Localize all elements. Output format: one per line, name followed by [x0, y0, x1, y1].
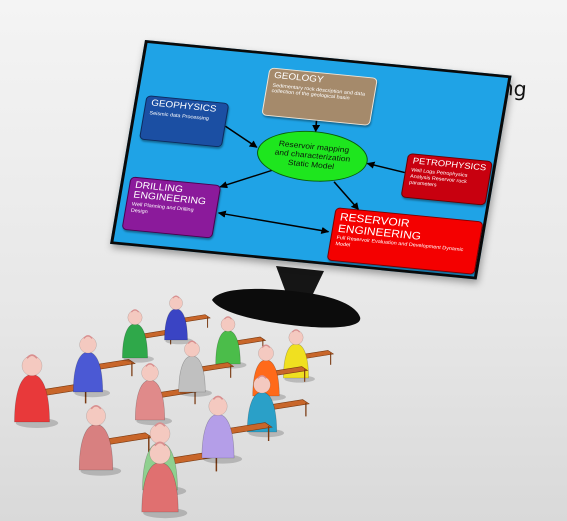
- figure-hair: [187, 340, 197, 344]
- figure-head: [208, 396, 228, 416]
- figure-head: [21, 355, 43, 376]
- figure-body: [178, 355, 206, 393]
- figure-hair: [212, 395, 224, 400]
- arrow-center-to-reservoir: [333, 181, 360, 210]
- figure-head: [79, 336, 97, 354]
- arrow-geophysics-to-center: [224, 125, 258, 148]
- figure-hair: [90, 404, 102, 410]
- figure-head: [184, 341, 200, 358]
- screen-plane: GEOLOGY Sedimentary rock description and…: [110, 40, 512, 280]
- figure-head: [149, 423, 171, 444]
- figure-body: [201, 413, 235, 459]
- diagram-arrows: [217, 120, 406, 235]
- figure-hair: [130, 309, 140, 313]
- figure-head: [149, 442, 171, 465]
- figure-body: [215, 330, 241, 365]
- monitor-base: [212, 288, 361, 328]
- figure-hair: [83, 335, 93, 339]
- figure-head: [220, 317, 236, 332]
- figure-body: [78, 424, 114, 471]
- student-figure: [14, 354, 91, 428]
- student-figure: [215, 316, 267, 369]
- student-figure: [78, 404, 154, 476]
- student-figure: [122, 309, 175, 363]
- student-figure: [246, 375, 310, 438]
- student-figure: [72, 335, 136, 398]
- student-figure: [164, 295, 211, 345]
- figure-body: [14, 374, 50, 423]
- figure-hair: [257, 375, 267, 379]
- arrow-petrophysics-to-center: [366, 161, 406, 174]
- figure-body: [122, 323, 148, 359]
- figure-head: [258, 345, 274, 362]
- arrow-drilling-reservoir: [217, 210, 330, 235]
- figure-hair: [261, 344, 271, 348]
- figure-hair: [145, 363, 155, 367]
- monitor-neck: [276, 266, 324, 296]
- figure-head: [288, 330, 304, 345]
- student-figure: [178, 340, 235, 397]
- student-figure: [201, 395, 273, 464]
- student-figure: [283, 329, 335, 383]
- student-figure: [141, 441, 188, 519]
- arrow-center-to-drilling: [219, 169, 273, 189]
- monitor-screen: GEOLOGY Sedimentary rock description and…: [110, 40, 512, 280]
- figure-hair: [26, 354, 38, 359]
- figure-head: [253, 376, 271, 394]
- figure-hair: [154, 422, 166, 427]
- figure-head: [127, 310, 143, 325]
- figure-hair: [291, 329, 301, 333]
- figure-head: [86, 406, 106, 426]
- figure-body: [72, 351, 104, 393]
- figure-body: [164, 308, 188, 341]
- figure-body: [134, 379, 166, 421]
- arrow-geology-to-center: [312, 120, 321, 133]
- figure-hair: [223, 316, 233, 320]
- figure-hair: [154, 441, 166, 447]
- figure-head: [141, 364, 159, 382]
- figure-hair: [172, 295, 180, 299]
- figure-head: [169, 296, 183, 310]
